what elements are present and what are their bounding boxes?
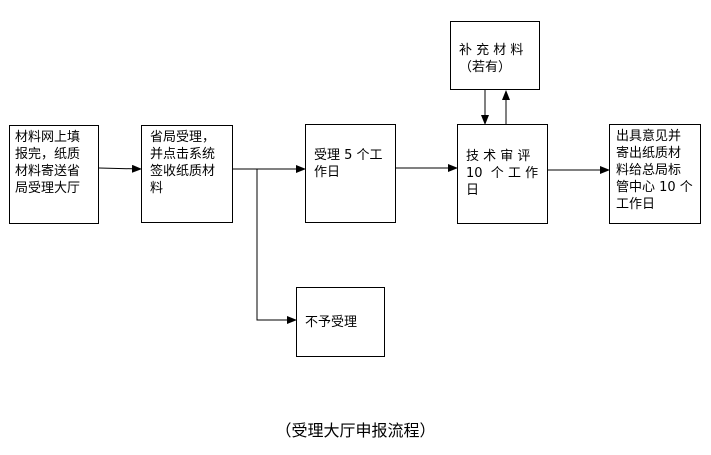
node-accept-line: 料 bbox=[150, 181, 164, 196]
node-accept-line: 签收纸质材 bbox=[150, 164, 216, 179]
node-result-line: 料给总局标 bbox=[616, 163, 682, 178]
node-supplement-line: 补 充 材 料 bbox=[459, 43, 524, 58]
node-reject: 不予受理 bbox=[296, 287, 385, 357]
node-accept-line: 并点击系统 bbox=[150, 147, 216, 162]
node-result-line: 寄出纸质材 bbox=[616, 146, 682, 161]
node-submit-line: 报完，纸质 bbox=[15, 147, 81, 162]
node-result: 出具意见并 寄出纸质材 料给总局标 管中心 10 个 工作日 bbox=[609, 124, 701, 224]
node-process-line: 作日 bbox=[314, 165, 341, 180]
diagram-caption: （受理大厅申报流程） bbox=[275, 421, 436, 440]
node-review-line: 日 bbox=[466, 183, 480, 198]
node-review-line: 技 术 审 评 bbox=[466, 149, 531, 164]
node-result-line: 工作日 bbox=[616, 197, 656, 212]
node-review: 技 术 审 评 10 个 工 作 日 bbox=[457, 124, 548, 224]
node-review-line: 10 个 工 作 bbox=[466, 166, 539, 181]
node-submit-line: 局受理大厅 bbox=[15, 181, 81, 196]
node-accept: 省局受理， 并点击系统 签收纸质材 料 bbox=[141, 125, 233, 223]
node-process: 受理 5 个工 作日 bbox=[305, 124, 396, 223]
node-submit: 材料网上填 报完，纸质 材料寄送省 局受理大厅 bbox=[9, 125, 99, 224]
node-submit-line: 材料网上填 bbox=[15, 130, 81, 145]
node-supplement-line: （若有） bbox=[459, 60, 512, 75]
node-result-line: 管中心 10 个 bbox=[616, 180, 693, 195]
node-result-line: 出具意见并 bbox=[616, 129, 682, 144]
arrow-accept-to-reject bbox=[256, 169, 297, 324]
node-accept-line: 省局受理， bbox=[150, 130, 216, 145]
node-supplement: 补 充 材 料 （若有） bbox=[450, 21, 540, 90]
node-submit-line: 材料寄送省 bbox=[15, 164, 81, 179]
node-process-line: 受理 5 个工 bbox=[314, 148, 383, 163]
arrow-submit-to-accept bbox=[98, 164, 142, 173]
node-reject-line: 不予受理 bbox=[305, 315, 358, 330]
